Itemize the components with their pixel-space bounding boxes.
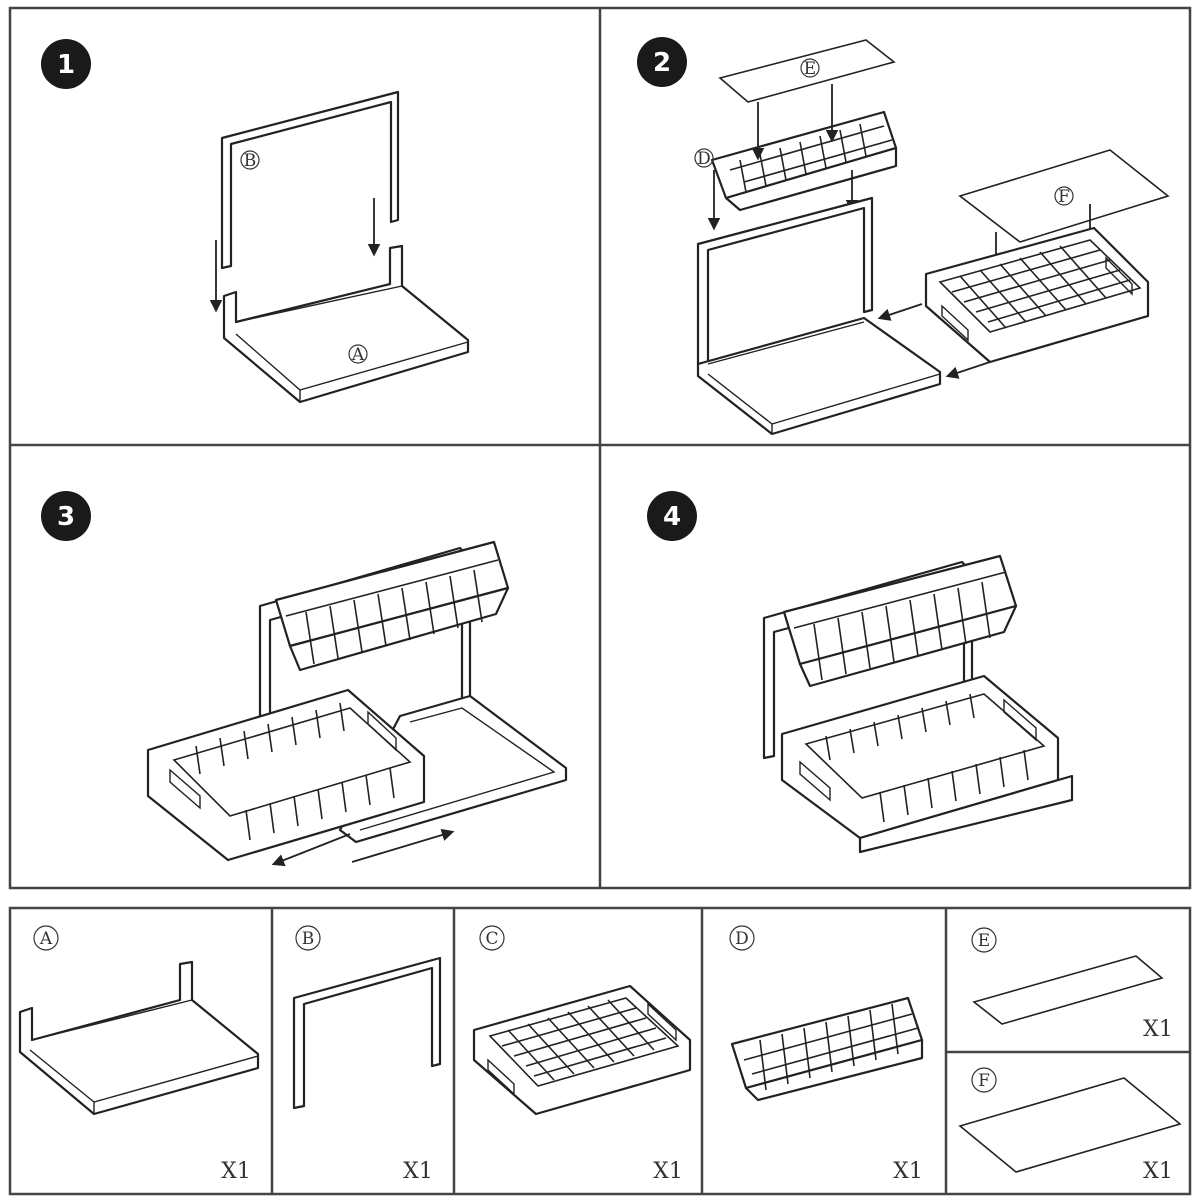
step-2-arrow-c2 [945, 361, 991, 379]
part-a-quantity: X1 [221, 1159, 251, 1184]
part-e-drawing [972, 955, 1164, 1025]
part-b-cell: B X1 [292, 925, 442, 1184]
step-3-panel: 3 [41, 491, 568, 867]
part-c-cell: C X1 [472, 925, 692, 1184]
steps-grid [8, 6, 1192, 890]
step-1-part-b [220, 90, 400, 270]
step-1-number: 1 [57, 50, 75, 80]
step-1-label-a: A [351, 345, 365, 365]
parts-grid [8, 906, 1192, 1196]
step-3-number: 3 [57, 502, 75, 532]
step-4-panel: 4 [647, 491, 1074, 854]
part-f-drawing [958, 1077, 1182, 1173]
step-2-badge [637, 37, 687, 87]
step-3-upper-basket [274, 540, 510, 672]
part-c-quantity: X1 [653, 1159, 683, 1184]
step-2-label-f: F [1058, 187, 1070, 207]
part-f-cell: F X1 [958, 1067, 1182, 1184]
part-c-letter: C [485, 929, 498, 949]
step-1-label-b: B [244, 151, 257, 171]
step-2-frame [696, 196, 942, 436]
part-e-letter: E [978, 931, 990, 951]
step-2-number: 2 [653, 48, 671, 78]
step-2-basket-c [924, 226, 1150, 364]
step-4-upper-basket [782, 554, 1018, 688]
part-b-letter: B [302, 929, 315, 949]
part-a-drawing [18, 960, 260, 1116]
part-d-cell: D X1 [729, 925, 924, 1184]
step-3-arrow-out [271, 833, 351, 867]
part-d-drawing [730, 996, 924, 1102]
part-a-cell: A X1 [18, 925, 260, 1184]
part-d-letter: D [735, 929, 749, 949]
part-f-quantity: X1 [1143, 1159, 1173, 1184]
step-2-label-e: E [804, 59, 816, 79]
step-1-part-a [222, 244, 470, 404]
step-1-panel: 1 B A [41, 39, 470, 404]
step-3-lower-basket [146, 688, 426, 862]
step-3-arrow-in [351, 828, 455, 863]
step-2-panel: 2 E D F [637, 37, 1170, 436]
step-2-sheet-e [718, 39, 896, 103]
step-2-sheet-f [958, 149, 1170, 243]
step-2-label-d: D [697, 149, 711, 169]
step-1-badge [41, 39, 91, 89]
part-d-quantity: X1 [893, 1159, 923, 1184]
part-f-letter: F [978, 1071, 990, 1091]
part-e-cell: E X1 [971, 927, 1173, 1042]
part-e-quantity: X1 [1143, 1017, 1173, 1042]
part-b-quantity: X1 [403, 1159, 433, 1184]
step-4-badge [647, 491, 697, 541]
step-3-badge [41, 491, 91, 541]
step-4-number: 4 [663, 502, 681, 532]
part-a-letter: A [39, 929, 53, 949]
step-2-basket-d [710, 110, 898, 212]
part-c-drawing [472, 984, 692, 1116]
step-4-lower-basket [780, 674, 1074, 854]
step-2-arrow-c1 [877, 303, 923, 321]
part-b-drawing [292, 956, 442, 1110]
